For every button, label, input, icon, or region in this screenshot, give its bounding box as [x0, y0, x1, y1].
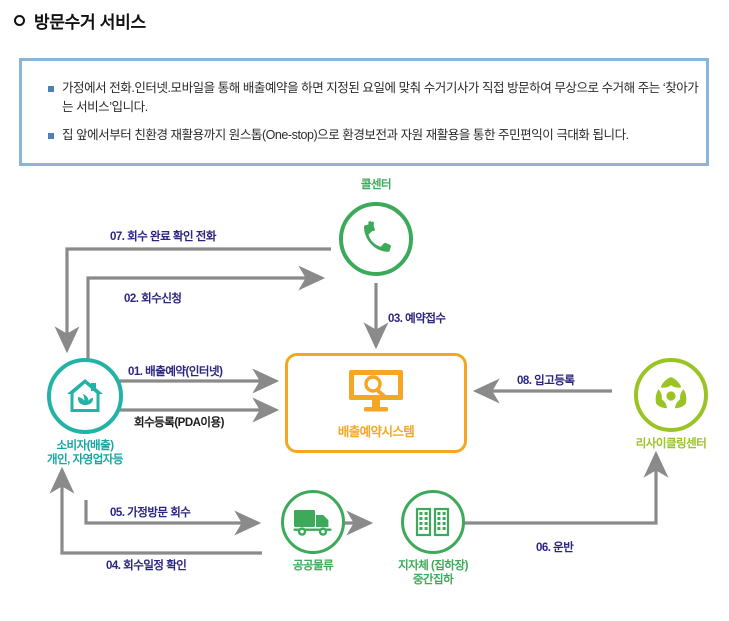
- square-bullet-icon: [48, 86, 54, 92]
- phone-ringing-icon: [364, 221, 391, 252]
- buildings-icon: [415, 507, 450, 537]
- building-label-line2: 중간집하: [412, 574, 454, 586]
- info-box: 가정에서 전화.인터넷.모바일을 통해 배출예약을 하면 지정된 요일에 맞춰 …: [19, 58, 709, 166]
- building-label-line1: 지자체 (집하장): [398, 560, 468, 572]
- edge-label-04: 04. 회수일정 확인: [106, 560, 187, 572]
- info-list: 가정에서 전화.인터넷.모바일을 통해 배출예약을 하면 지정된 요일에 맞춰 …: [22, 61, 706, 145]
- truck-icon: [293, 510, 332, 536]
- node-consumer[interactable]: 소비자(배출) 개인, 자영업자등: [24, 358, 146, 467]
- info-text: 가정에서 전화.인터넷.모바일을 통해 배출예약을 하면 지정된 요일에 맞춰 …: [62, 81, 699, 114]
- edge-label-08: 08. 입고등록: [517, 375, 575, 387]
- node-truck-label: 공공물류: [292, 560, 334, 572]
- node-consumer-label: 소비자(배출) 개인, 자영업자등: [24, 439, 146, 467]
- page-title-text: 방문수거 서비스: [34, 13, 146, 32]
- edge-label-02: 02. 회수신청: [124, 293, 182, 305]
- monitor-search-icon: [349, 369, 403, 411]
- consumer-label-line2: 개인, 자영업자등: [47, 454, 123, 466]
- callcenter-circle: [339, 202, 413, 276]
- edge-label-07: 07. 회수 완료 확인 전화: [110, 231, 216, 243]
- page-title: 방문수거 서비스: [14, 8, 146, 33]
- list-item: 집 앞에서부터 친환경 재활용까지 원스톱(One-stop)으로 환경보전과 …: [48, 126, 706, 145]
- truck-circle: [281, 490, 345, 554]
- node-building-label: 지자체 (집하장) 중간집하: [378, 559, 488, 587]
- square-bullet-icon: [48, 133, 54, 139]
- edge-label-05: 05. 가정방문 회수: [110, 507, 191, 519]
- edge-label-03: 03. 예약접수: [388, 313, 446, 325]
- service-flow-diagram: 콜센터 소비자(배출): [0, 178, 729, 621]
- ring-bullet-icon: [14, 15, 25, 26]
- building-circle: [401, 490, 465, 554]
- consumer-circle: [47, 358, 123, 434]
- edge-label-01b: 회수등록(PDA이용): [134, 417, 224, 429]
- node-system-label: 배출예약시스템: [337, 424, 415, 439]
- node-callcenter[interactable]: [331, 202, 421, 276]
- node-system[interactable]: 배출예약시스템: [285, 353, 467, 453]
- diagram-connectors: [49, 247, 669, 555]
- node-recycling-label: 리사이클링센터: [635, 438, 707, 450]
- house-leaf-icon: [67, 379, 103, 412]
- consumer-label-line1: 소비자(배출): [56, 440, 114, 452]
- node-truck[interactable]: 공공물류: [268, 490, 358, 573]
- info-text: 집 앞에서부터 친환경 재활용까지 원스톱(One-stop)으로 환경보전과 …: [62, 128, 629, 142]
- node-callcenter-title: 콜센터: [360, 179, 392, 191]
- list-item: 가정에서 전화.인터넷.모바일을 통해 배출예약을 하면 지정된 요일에 맞춰 …: [48, 79, 706, 117]
- recycle-leaves-icon: [655, 377, 687, 409]
- edge-label-01: 01. 배출예약(인터넷): [128, 366, 223, 378]
- edge-label-06: 06. 운반: [536, 542, 574, 554]
- recycling-circle: [634, 358, 708, 432]
- node-building[interactable]: 지자체 (집하장) 중간집하: [378, 490, 488, 587]
- node-recycling[interactable]: 리사이클링센터: [616, 358, 726, 451]
